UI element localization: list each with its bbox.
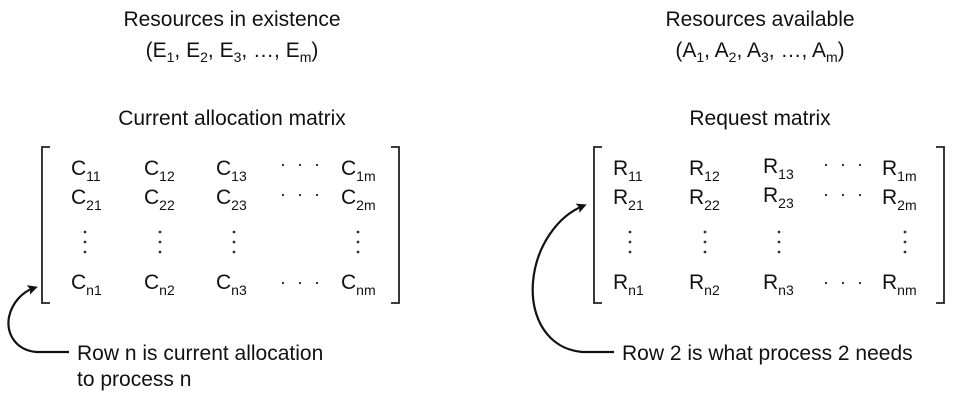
existence-vector-close: ) <box>311 39 319 62</box>
existence-vector-e3: E3 <box>219 39 242 65</box>
left-annotation-line2: to process n <box>77 368 192 391</box>
matrix-c-cell-13: C13 <box>216 157 247 184</box>
existence-vector-e1: E1 <box>152 39 175 65</box>
right-annotation: Row 2 is what process 2 needs <box>622 342 913 365</box>
matrix-r-cell-n1: Rn1 <box>613 271 644 298</box>
matrix-c-cell-22: C22 <box>144 186 175 213</box>
right-matrix-bracket-right <box>936 146 945 304</box>
available-vector-close: ) <box>837 39 845 62</box>
request-matrix-title: Request matrix <box>689 107 831 130</box>
right-matrix-vdots <box>628 230 907 254</box>
matrix-r-cell-13: R13 <box>763 155 794 182</box>
matrix-c-rown-hdots: · · · <box>280 272 323 292</box>
left-matrix-vdots <box>83 230 360 254</box>
available-vector: (A1, A2, A3, …, Am) <box>675 39 845 65</box>
matrix-c-cell-n3: Cn3 <box>216 271 247 298</box>
available-vector-am: Am <box>811 39 838 65</box>
matrix-r-cell-21: R21 <box>613 186 644 213</box>
matrix-c-cell-2m: C2m <box>341 186 376 213</box>
resources-in-existence-title: Resources in existence <box>123 8 341 31</box>
existence-vector-em: Em <box>285 39 312 65</box>
matrix-c-row2-hdots: · · · <box>280 184 323 204</box>
matrix-r-cell-1m: R1m <box>882 157 917 184</box>
matrix-r-cell-12: R12 <box>689 157 720 184</box>
matrix-r-cell-n2: Rn2 <box>689 271 720 298</box>
existence-vector-e2: E2 <box>186 39 208 65</box>
resources-available-title: Resources available <box>665 8 855 31</box>
matrix-c-cell-n1: Cn1 <box>71 271 102 298</box>
matrix-r-cell-nm: Rnm <box>882 271 917 298</box>
right-matrix-bracket-left <box>593 146 602 304</box>
available-vector-a3: A3 <box>746 39 769 65</box>
left-annotation-arrow <box>7 285 69 354</box>
matrix-r-rown-hdots: · · · <box>823 272 866 292</box>
matrix-r-cell-23: R23 <box>763 184 794 211</box>
left-matrix-bracket-right <box>391 146 400 304</box>
existence-vector: (E1, E2, E3, …, Em) <box>145 39 319 65</box>
matrix-c-cell-21: C21 <box>71 186 102 213</box>
matrix-c-cell-nm: Cnm <box>341 271 376 298</box>
matrix-c-cell-12: C12 <box>144 157 175 184</box>
available-vector-a2: A2 <box>714 39 737 65</box>
matrix-c-cell-23: C23 <box>216 186 247 213</box>
matrix-r-cell-22: R22 <box>689 186 720 213</box>
matrix-r-cell-2m: R2m <box>882 186 917 213</box>
available-vector-a1: A1 <box>682 39 705 65</box>
matrix-c-row1-hdots: · · · <box>280 154 323 174</box>
matrix-c-cell-n2: Cn2 <box>144 271 175 298</box>
matrix-c-cell-11: C11 <box>71 157 101 184</box>
matrix-r-row1-hdots: · · · <box>823 154 866 174</box>
matrix-r-cell-n3: Rn3 <box>763 271 794 298</box>
matrix-c-cell-1m: C1m <box>341 157 376 184</box>
left-annotation-line1: Row n is current allocation <box>77 342 324 365</box>
matrix-r-cell-11: R11 <box>613 157 643 184</box>
left-matrix-bracket-left <box>41 146 50 304</box>
right-annotation-arrow <box>531 203 614 354</box>
matrix-r-row2-hdots: · · · <box>823 184 866 204</box>
available-vector-open: ( <box>675 39 683 62</box>
existence-vector-open: ( <box>145 39 153 62</box>
current-allocation-matrix-title: Current allocation matrix <box>118 107 346 130</box>
